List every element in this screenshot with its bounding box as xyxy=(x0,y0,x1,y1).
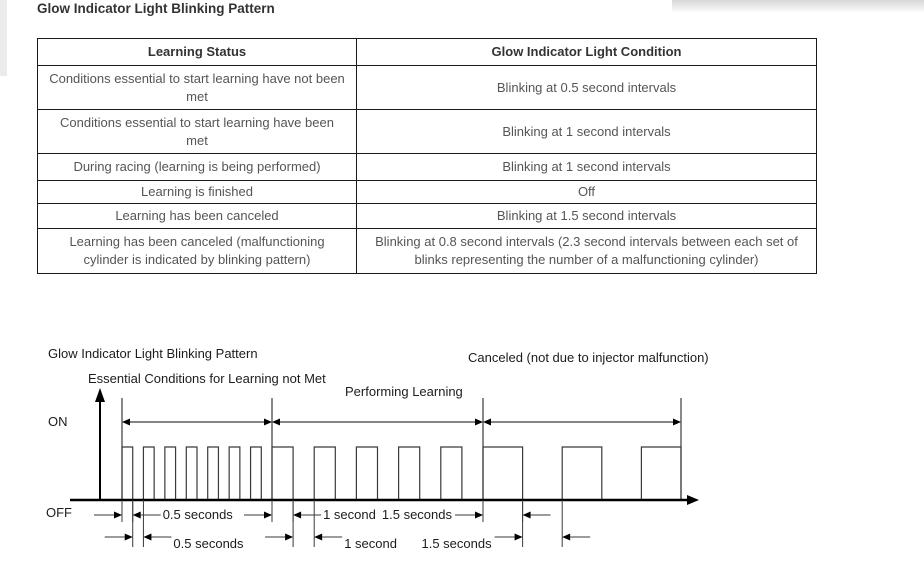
condition-cell: Blinking at 0.5 second intervals xyxy=(356,65,817,110)
section-label: Canceled (not due to injector malfunctio… xyxy=(468,350,709,365)
off-axis-label: OFF xyxy=(46,505,72,520)
arrowhead-left-icon xyxy=(132,511,141,519)
arrowhead-left-icon xyxy=(293,511,302,519)
condition-cell: Off xyxy=(356,180,817,204)
arrowhead-left-icon xyxy=(122,418,130,426)
waveform-pulse xyxy=(249,446,262,500)
arrowhead-right-icon xyxy=(514,533,523,541)
arrowhead-right-icon xyxy=(264,418,272,426)
dimension-on-label: 0.5 seconds xyxy=(163,507,234,522)
waveform-pulse xyxy=(185,446,198,500)
status-cell: Conditions essential to start learning h… xyxy=(37,65,357,110)
condition-cell: Blinking at 1 second intervals xyxy=(356,109,817,154)
table-row: Conditions essential to start learning h… xyxy=(37,109,817,154)
arrowhead-left-icon xyxy=(562,533,571,541)
table-row: During racing (learning is being perform… xyxy=(37,153,817,181)
waveform-pulse xyxy=(482,446,524,500)
dimension-on-label: 1.5 seconds xyxy=(382,507,453,522)
waveform-pulse xyxy=(207,446,220,500)
condition-cell: Blinking at 1.5 second intervals xyxy=(356,203,817,229)
x-axis-arrowhead-icon xyxy=(687,495,699,505)
waveform-pulse xyxy=(164,446,177,500)
table-row: Conditions essential to start learning h… xyxy=(37,65,817,110)
arrowhead-left-icon xyxy=(143,533,152,541)
condition-cell: Blinking at 1 second intervals xyxy=(356,153,817,181)
waveform-pulse xyxy=(313,446,336,500)
left-edge-artifact xyxy=(0,0,7,76)
dimension-off-label: 0.5 seconds xyxy=(173,536,244,551)
waveform-pulse xyxy=(271,446,294,500)
waveform-pulse xyxy=(561,446,603,500)
dimension-off-label: 1.5 seconds xyxy=(421,536,492,551)
column-header-learning-status: Learning Status xyxy=(37,38,357,66)
condition-cell: Blinking at 0.8 second intervals (2.3 se… xyxy=(356,228,817,274)
waveform-pulse xyxy=(355,446,379,500)
diagram-title: Glow Indicator Light Blinking Pattern xyxy=(48,346,258,361)
arrowhead-left-icon xyxy=(272,418,280,426)
page-top-shadow xyxy=(672,0,924,13)
dimension-off-label: 1 second xyxy=(344,536,397,551)
arrowhead-left-icon xyxy=(522,511,531,519)
table-row: Learning has been canceled (malfunctioni… xyxy=(37,228,817,274)
section-label: Essential Conditions for Learning not Me… xyxy=(88,371,326,386)
status-cell: During racing (learning is being perform… xyxy=(37,153,357,181)
on-axis-label: ON xyxy=(48,414,68,429)
column-header-glow-condition: Glow Indicator Light Condition xyxy=(356,38,817,66)
waveform-pulse xyxy=(440,446,463,500)
blink-pattern-diagram: Glow Indicator Light Blinking PatternEss… xyxy=(46,346,709,551)
waveform-pulse xyxy=(640,446,682,500)
arrowhead-right-icon xyxy=(673,418,681,426)
status-cell: Conditions essential to start learning h… xyxy=(37,109,357,154)
arrowhead-left-icon xyxy=(314,533,323,541)
waveform-pulse xyxy=(398,446,421,500)
arrowhead-left-icon xyxy=(483,418,491,426)
arrowhead-right-icon xyxy=(475,511,483,519)
waveform-pulse xyxy=(142,446,155,500)
y-axis-arrowhead-icon xyxy=(95,388,105,402)
dimension-on-label: 1 second xyxy=(323,507,376,522)
arrowhead-right-icon xyxy=(264,511,272,519)
status-cell: Learning has been canceled xyxy=(37,203,357,229)
arrowhead-right-icon xyxy=(475,418,483,426)
arrowhead-right-icon xyxy=(285,533,294,541)
status-cell: Learning has been canceled (malfunctioni… xyxy=(37,228,357,274)
arrowhead-right-icon xyxy=(114,511,122,519)
waveform-pulse xyxy=(228,446,241,500)
arrowhead-right-icon xyxy=(124,533,133,541)
status-cell: Learning is finished xyxy=(37,180,357,204)
waveform-pulse xyxy=(121,446,134,500)
page-title: Glow Indicator Light Blinking Pattern xyxy=(37,1,275,16)
section-label: Performing Learning xyxy=(345,384,463,399)
